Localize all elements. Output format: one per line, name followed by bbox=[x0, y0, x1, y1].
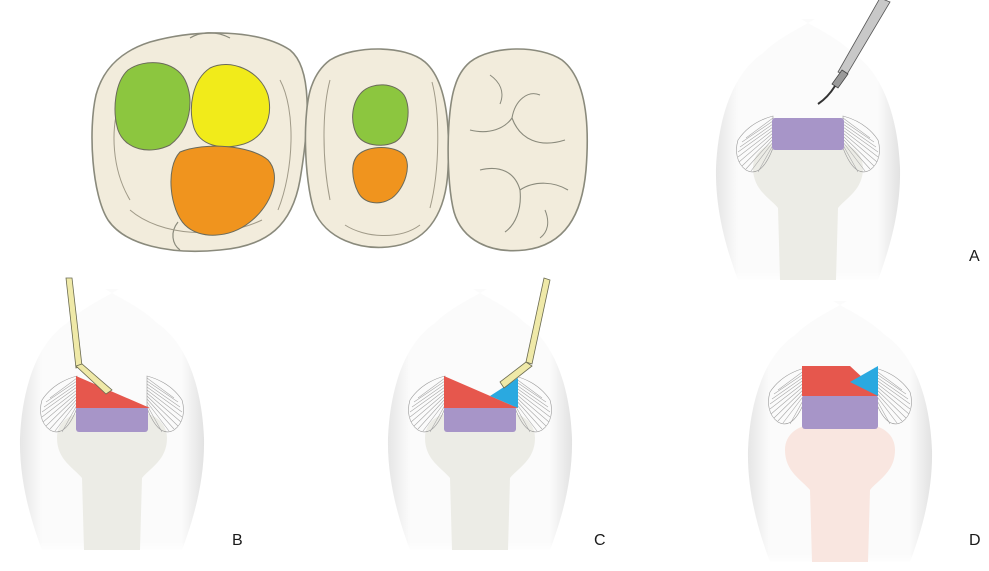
cavity-base-layer bbox=[772, 118, 844, 150]
panel-b bbox=[17, 278, 207, 553]
third-tooth-outline bbox=[448, 49, 587, 251]
premolar-green-restoration bbox=[353, 85, 408, 145]
panel-c bbox=[385, 278, 575, 553]
cavity-base-layer bbox=[802, 395, 878, 429]
green-restoration bbox=[115, 63, 190, 150]
cavity-base-layer bbox=[76, 406, 148, 432]
cavity-base-layer bbox=[444, 406, 516, 432]
panel-label-a: A bbox=[969, 249, 980, 265]
occlusal-view bbox=[92, 33, 587, 252]
panel-label-d: D bbox=[969, 533, 981, 549]
panel-label-c: C bbox=[594, 533, 606, 549]
panel-a bbox=[713, 0, 903, 283]
panel-label-b: B bbox=[232, 533, 243, 549]
panel-d bbox=[745, 301, 935, 565]
